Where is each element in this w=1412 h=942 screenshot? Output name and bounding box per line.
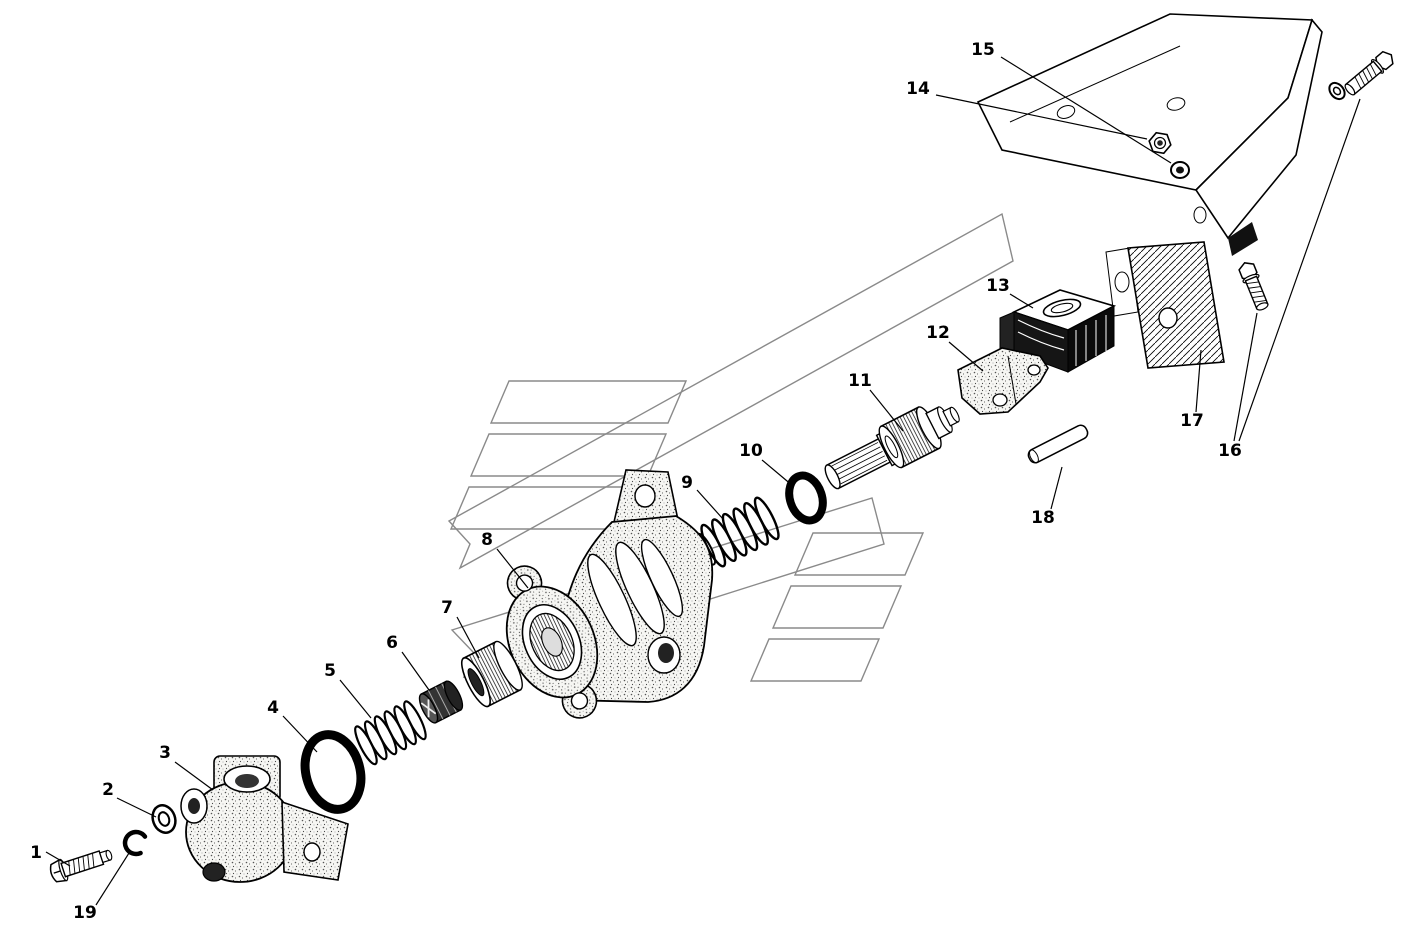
mounting-bracket	[976, 13, 1323, 369]
part-18-pin	[1027, 424, 1089, 464]
part-1-screw	[49, 849, 113, 883]
part-17-gusset	[1127, 241, 1225, 369]
part-label-14: 14	[906, 79, 930, 99]
part-labels: 1 2 3 4 5 6 7 8 9 10 11 12 13 14 15 16 1…	[30, 40, 1242, 923]
part-12-bracket-plate	[957, 347, 1049, 415]
part-label-9: 9	[681, 473, 693, 493]
part-8-flange	[505, 565, 599, 719]
bracket-hole-lower	[1193, 206, 1207, 224]
part-label-19: 19	[73, 903, 97, 923]
part-19-retaining-clip	[122, 829, 148, 857]
part-4-o-ring	[300, 730, 366, 814]
part-5-spring	[354, 700, 427, 766]
part-label-4: 4	[267, 698, 279, 718]
part-2-washer	[151, 804, 177, 834]
part-label-10: 10	[739, 441, 763, 461]
part-label-12: 12	[926, 323, 950, 343]
part-label-11: 11	[848, 371, 872, 391]
part-label-8: 8	[481, 530, 493, 550]
part-label-17: 17	[1180, 411, 1204, 431]
part-label-18: 18	[1031, 508, 1055, 528]
part-label-6: 6	[386, 633, 398, 653]
bracket-hole-left	[1056, 105, 1076, 119]
part-label-2: 2	[102, 780, 114, 800]
part-label-15: 15	[971, 40, 995, 60]
part-16-bolt-upper	[1344, 50, 1394, 96]
part-label-13: 13	[986, 276, 1010, 296]
part-label-5: 5	[324, 661, 336, 681]
part-label-7: 7	[441, 598, 453, 618]
part-16-bolt-upper-washer	[1328, 81, 1346, 101]
part-15-washer	[1170, 161, 1190, 179]
leader-lines	[45, 56, 1361, 906]
bracket-hole-right	[1166, 97, 1186, 111]
part-label-1: 1	[30, 843, 42, 863]
part-14-nut	[1148, 131, 1172, 155]
part-6-valve-poppet	[418, 680, 464, 724]
bracket-step	[1105, 247, 1139, 317]
part-10-o-ring	[785, 471, 827, 525]
part-16-bolt-lower	[1238, 262, 1269, 311]
part-3-valve-housing	[180, 755, 349, 883]
bracket-shadow-wedge	[1228, 222, 1258, 256]
part-label-3: 3	[159, 743, 171, 763]
part-label-16: 16	[1218, 441, 1242, 461]
part-7-knurled-cap	[460, 640, 523, 708]
part-11-splined-shaft	[824, 406, 960, 490]
